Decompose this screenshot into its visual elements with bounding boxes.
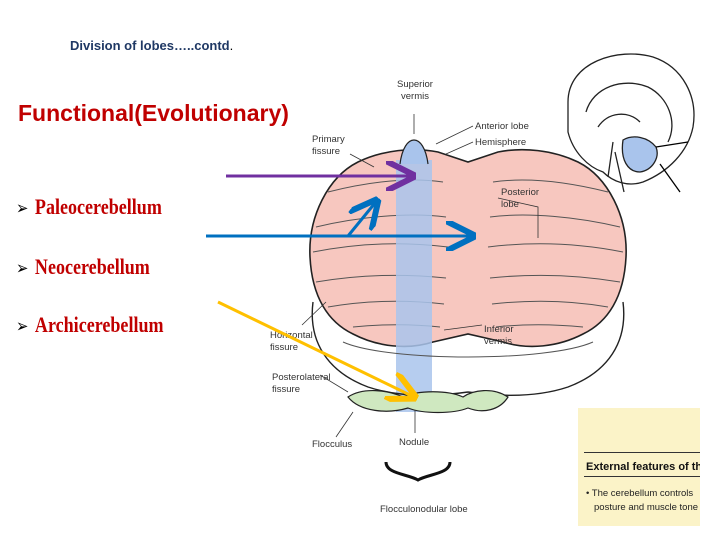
label-horizontal-fissure-2: fissure [270,342,298,353]
label-posterior-lobe-1: Posterior [501,187,539,198]
bullet-arrow-icon: ➢ [16,258,29,279]
label-posterolateral-fissure-2: fissure [272,384,300,395]
bullet-label: Archicerebellum [34,312,164,337]
label-hemisphere: Hemisphere [475,137,526,148]
header-text: Division of lobes…..contd [70,38,230,53]
bullet-paleocerebellum: ➢Paleocerebellum [16,194,162,220]
caption-line-1: • The cerebellum controls [586,488,693,499]
caption-title: External features of th [586,461,700,473]
bullet-arrow-icon: ➢ [16,316,29,337]
bullet-label: Paleocerebellum [34,194,162,219]
bullet-arrow-icon: ➢ [16,198,29,219]
bullet-neocerebellum: ➢Neocerebellum [16,254,150,280]
label-posterior-lobe-2: lobe [501,199,519,210]
label-inferior-vermis-2: vermis [484,336,512,347]
label-posterolateral-fissure-1: Posterolateral [272,372,331,383]
arrow-yellow [217,300,412,396]
label-flocculus: Flocculus [312,439,352,450]
label-primary-fissure-1: Primary [312,134,345,145]
arrow-blue-branch [346,203,375,237]
bullet-label: Neocerebellum [34,254,150,279]
label-superior-vermis-1: Superior [397,79,433,90]
label-nodule: Nodule [399,437,429,448]
bullet-archicerebellum: ➢Archicerebellum [16,312,164,338]
caption-line-2: posture and muscle tone [594,502,698,513]
leader-lines [301,114,539,438]
header-suffix: . [229,38,234,53]
brain-sagittal-sketch [567,53,695,193]
label-flocculonodular-lobe: Flocculonodular lobe [380,504,468,515]
label-inferior-vermis-1: Inferior [484,324,514,335]
label-superior-vermis-2: vermis [401,91,429,102]
label-anterior-lobe: Anterior lobe [475,121,529,132]
slide-header: Division of lobes…..contd. [70,38,233,53]
label-horizontal-fissure-1: Horizontal [270,330,313,341]
slide-title: Functional(Evolutionary) [18,100,289,126]
label-primary-fissure-2: fissure [312,146,340,157]
caption-box: External features of th • The cerebellum… [578,408,702,526]
